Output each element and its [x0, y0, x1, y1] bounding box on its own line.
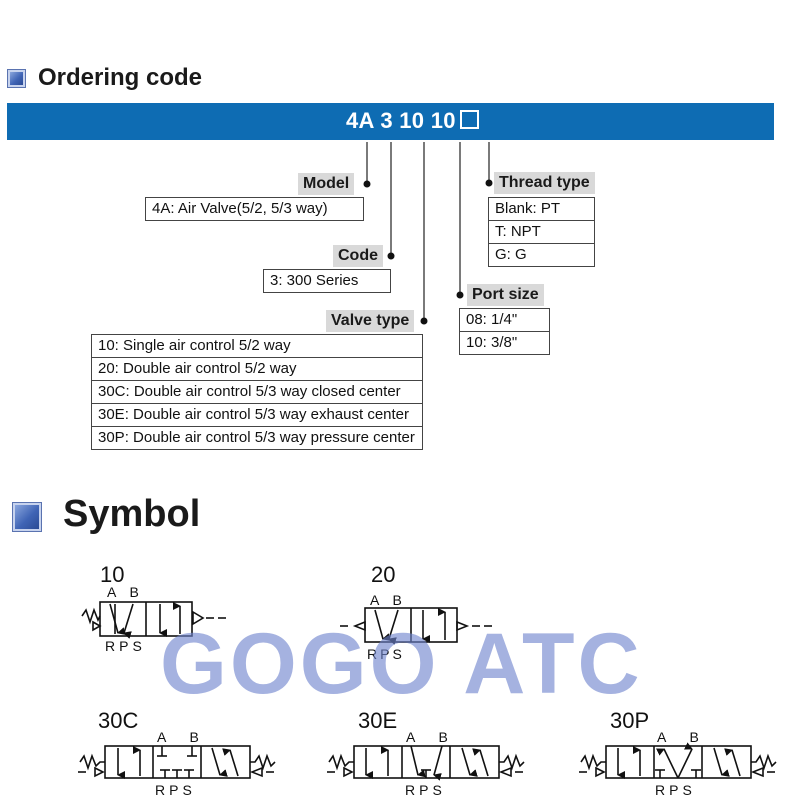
model-table: 4A: Air Valve(5/2, 5/3 way) [145, 197, 364, 221]
symbol-code-20: 20 [371, 562, 396, 587]
valve-symbol-30p [579, 742, 777, 779]
valve-symbol-30e [327, 745, 525, 781]
thread-type-item: Blank: PT [489, 198, 594, 221]
ports-top-20: A B [370, 592, 402, 608]
watermark: GOGO ATC [160, 616, 643, 712]
code-table: 3: 300 Series [263, 269, 391, 293]
valve-symbol-20 [340, 607, 492, 645]
valve-type-item: 30E: Double air control 5/3 way exhaust … [92, 404, 422, 427]
valve-type-item: 30P: Double air control 5/3 way pressure… [98, 429, 415, 446]
valve-symbol-30c [78, 745, 276, 779]
thread-type-table: Blank: PT T: NPT G: G [488, 197, 595, 267]
section-bullet-icon [7, 69, 26, 88]
symbol-code-30c: 30C [98, 708, 139, 733]
ports-top-30c: A B [157, 729, 199, 745]
valve-type-table: 10: Single air control 5/2 way 20: Doubl… [91, 334, 423, 450]
ports-top-30p: A B [657, 729, 699, 745]
port-size-item: 10: 3/8" [466, 334, 518, 351]
ports-bottom-30e: RPS [405, 782, 446, 798]
valve-type-label: Valve type [326, 310, 415, 332]
ports-bottom-20: RPS [367, 646, 405, 662]
code-item: 3: 300 Series [270, 272, 359, 289]
valve-type-item: 30C: Double air control 5/3 way closed c… [92, 381, 422, 404]
symbol-code-30e: 30E [358, 708, 398, 733]
code-label: Code [333, 245, 383, 267]
port-size-item: 08: 1/4" [460, 309, 549, 332]
thread-type-label: Thread type [494, 172, 595, 194]
symbol-code-10: 10 [100, 562, 125, 587]
model-item: 4A: Air Valve(5/2, 5/3 way) [152, 200, 328, 217]
port-size-label: Port size [467, 284, 544, 306]
model-label: Model [298, 173, 355, 195]
code-value: 4A 3 10 10 [346, 108, 456, 133]
section-bullet-icon [12, 502, 42, 532]
valve-type-item: 10: Single air control 5/2 way [92, 335, 422, 358]
code-banner [7, 103, 774, 140]
thread-type-item: G: G [495, 246, 527, 263]
ports-top-30e: A B [406, 729, 448, 745]
ports-bottom-30p: RPS [655, 782, 696, 798]
ports-top-10: A B [107, 584, 139, 600]
ports-bottom-30c: RPS [155, 782, 196, 798]
suffix-box-icon [459, 110, 479, 129]
symbol-code-30p: 30P [610, 708, 650, 733]
valve-symbol-10 [81, 601, 226, 639]
code-string: 4A 3 10 10 [346, 108, 479, 134]
ordering-code-title: Ordering code [38, 64, 203, 91]
thread-type-item: T: NPT [489, 221, 594, 244]
port-size-table: 08: 1/4" 10: 3/8" [459, 308, 550, 355]
ports-bottom-10: RPS [105, 638, 146, 654]
symbol-title: Symbol [63, 493, 201, 535]
valve-type-item: 20: Double air control 5/2 way [92, 358, 422, 381]
